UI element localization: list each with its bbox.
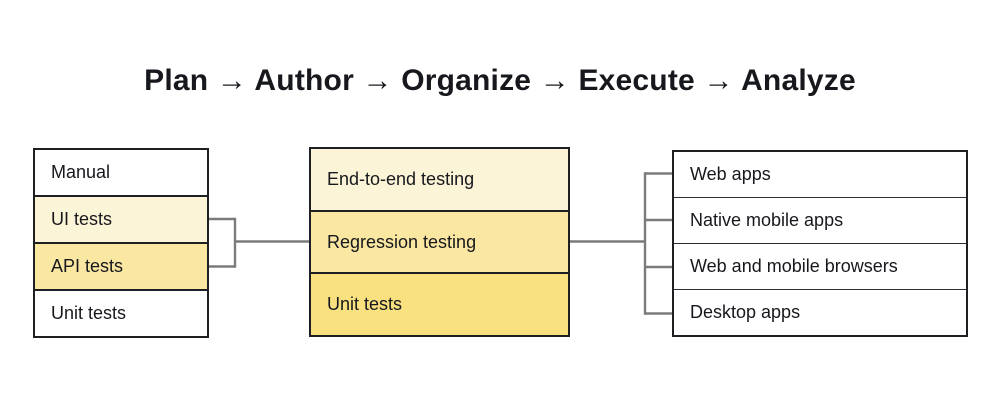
row-web-and-mobile-browsers: Web and mobile browsers [674,243,966,289]
row-end-to-end-testing: End-to-end testing [311,149,568,210]
row-unit-tests: Unit tests [35,289,207,336]
row-web-apps: Web apps [674,152,966,197]
target-platforms-panel: Web apps Native mobile apps Web and mobi… [672,150,968,337]
testing-categories-panel: End-to-end testing Regression testing Un… [309,147,570,337]
row-api-tests: API tests [35,242,207,289]
row-ui-tests: UI tests [35,195,207,242]
row-desktop-apps: Desktop apps [674,289,966,335]
row-regression-testing: Regression testing [311,209,568,273]
test-types-panel: Manual UI tests API tests Unit tests [33,148,209,338]
page-title: Plan → Author → Organize → Execute → Ana… [144,64,856,97]
row-native-mobile-apps: Native mobile apps [674,197,966,243]
row-unit-tests-middle: Unit tests [311,272,568,336]
row-manual: Manual [35,150,207,195]
